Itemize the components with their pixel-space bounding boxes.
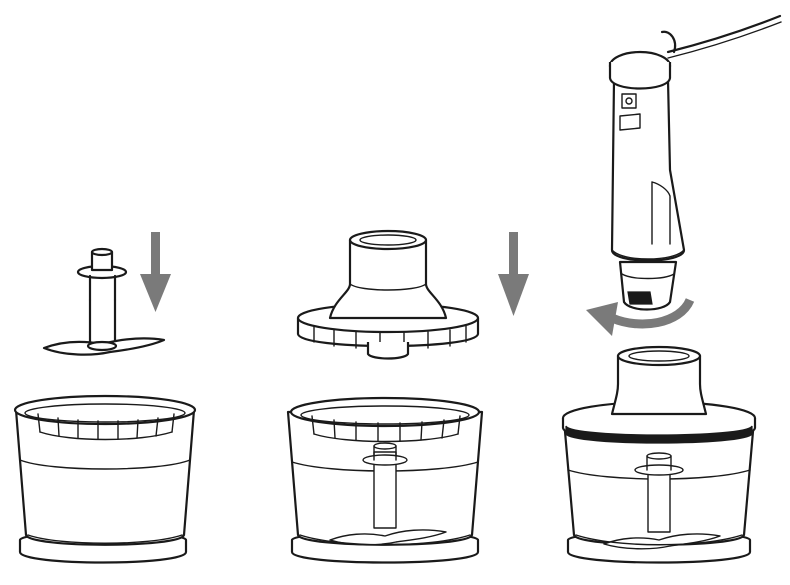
step-3-group (561, 14, 782, 564)
chopper-bowl-empty (13, 394, 197, 564)
chopper-bowl-assembled (561, 345, 757, 564)
chopper-lid (296, 229, 480, 360)
power-cord (666, 14, 782, 54)
step-2-group (286, 229, 529, 564)
rotate-arrow-icon (586, 297, 695, 336)
motor-unit (608, 50, 686, 311)
down-arrow-icon (140, 232, 171, 312)
chopper-blade (42, 247, 166, 356)
down-arrow-icon (498, 232, 529, 316)
step-1-group (13, 232, 197, 564)
chopper-bowl-with-blade (286, 396, 484, 564)
